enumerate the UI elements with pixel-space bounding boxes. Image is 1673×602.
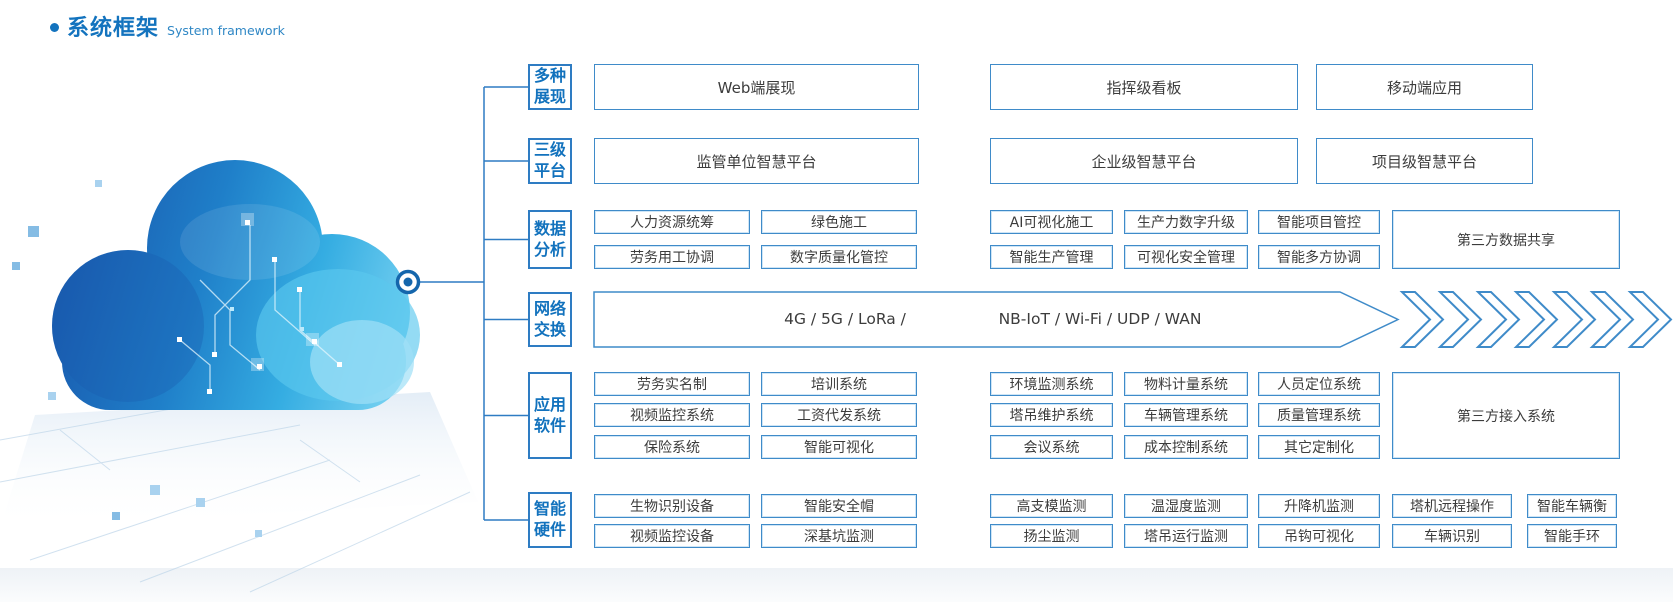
category-application-software: 应用软件 <box>528 372 572 459</box>
box-enterprise-platform: 企业级智慧平台 <box>990 138 1298 184</box>
app-software-box: 劳务实名制 <box>594 372 750 396</box>
chevron-arrows-icon <box>1399 291 1673 348</box>
hardware-box: 温湿度监测 <box>1124 494 1248 518</box>
category-smart-hardware: 智能硬件 <box>528 492 572 548</box>
category-multi-display: 多种展现 <box>528 64 572 110</box>
category-network-exchange: 网络交换 <box>528 292 572 347</box>
app-software-box: 培训系统 <box>761 372 917 396</box>
box-third-party-data-sharing: 第三方数据共享 <box>1392 210 1620 269</box>
hardware-box: 车辆识别 <box>1392 524 1512 548</box>
cloud-glow-squares <box>177 213 342 394</box>
box-web-display: Web端展现 <box>594 64 919 110</box>
data-analysis-box: AI可视化施工 <box>990 210 1113 234</box>
app-software-box: 车辆管理系统 <box>1124 403 1248 427</box>
data-analysis-box: 劳务用工协调 <box>594 245 750 269</box>
cloud-illustration <box>0 160 478 593</box>
hardware-box: 高支模监测 <box>990 494 1113 518</box>
bottom-strip <box>0 568 1673 602</box>
hardware-box: 扬尘监测 <box>990 524 1113 548</box>
hardware-box: 生物识别设备 <box>594 494 750 518</box>
app-software-box: 工资代发系统 <box>761 403 917 427</box>
app-software-box: 塔吊维护系统 <box>990 403 1113 427</box>
hardware-box: 升降机监测 <box>1258 494 1380 518</box>
app-software-box: 视频监控系统 <box>594 403 750 427</box>
box-third-party-access: 第三方接入系统 <box>1392 372 1620 459</box>
hardware-box: 智能手环 <box>1527 524 1617 548</box>
cloud-body <box>52 160 420 410</box>
title-en: System framework <box>167 23 285 38</box>
hardware-box: 塔机远程操作 <box>1392 494 1512 518</box>
data-analysis-box: 智能项目管控 <box>1258 210 1380 234</box>
hardware-box: 智能车辆衡 <box>1527 494 1617 518</box>
title-zh: 系统框架 <box>67 16 160 41</box>
connector-lines <box>419 86 530 521</box>
app-software-box: 会议系统 <box>990 435 1113 459</box>
app-software-box: 质量管理系统 <box>1258 403 1380 427</box>
app-software-box: 保险系统 <box>594 435 750 459</box>
data-analysis-box: 人力资源统筹 <box>594 210 750 234</box>
box-mobile-app: 移动端应用 <box>1316 64 1533 110</box>
platform <box>0 392 478 528</box>
connector-node <box>395 269 421 295</box>
app-software-box: 智能可视化 <box>761 435 917 459</box>
data-analysis-box: 可视化安全管理 <box>1124 245 1248 269</box>
cloud-circuit-traces <box>179 225 341 392</box>
category-three-level-platform: 三级平台 <box>528 138 572 184</box>
hardware-box: 塔吊运行监测 <box>1124 524 1248 548</box>
app-software-box: 环境监测系统 <box>990 372 1113 396</box>
hardware-box: 吊钩可视化 <box>1258 524 1380 548</box>
hardware-box: 深基坑监测 <box>761 524 917 548</box>
box-project-platform: 项目级智慧平台 <box>1316 138 1533 184</box>
network-protocols-right: NB-IoT / Wi-Fi / UDP / WAN <box>998 310 1202 328</box>
app-software-box: 人员定位系统 <box>1258 372 1380 396</box>
box-command-board: 指挥级看板 <box>990 64 1298 110</box>
hardware-box: 视频监控设备 <box>594 524 750 548</box>
page-title: 系统框架 System framework <box>50 10 285 42</box>
hardware-box: 智能安全帽 <box>761 494 917 518</box>
data-analysis-box: 数字质量化管控 <box>761 245 917 269</box>
app-software-box: 成本控制系统 <box>1124 435 1248 459</box>
data-analysis-box: 生产力数字升级 <box>1124 210 1248 234</box>
title-bullet-icon <box>50 22 59 32</box>
app-software-box: 其它定制化 <box>1258 435 1380 459</box>
data-analysis-box: 智能生产管理 <box>990 245 1113 269</box>
network-arrow-box <box>593 291 1400 348</box>
category-data-analysis: 数据分析 <box>528 210 572 269</box>
data-analysis-box: 绿色施工 <box>761 210 917 234</box>
box-regulator-platform: 监管单位智慧平台 <box>594 138 919 184</box>
app-software-box: 物料计量系统 <box>1124 372 1248 396</box>
data-analysis-box: 智能多方协调 <box>1258 245 1380 269</box>
network-protocols-left: 4G / 5G / LoRa / <box>784 310 906 328</box>
